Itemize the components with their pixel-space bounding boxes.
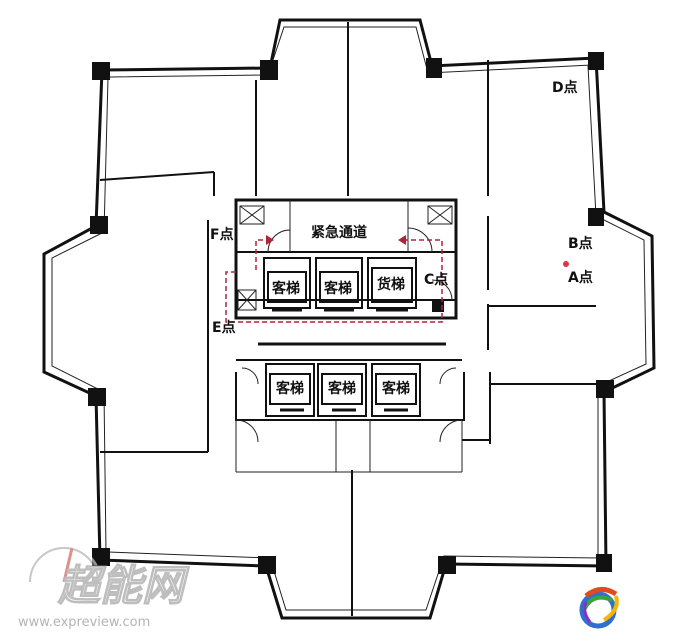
lower-elevator-1-label: 客梯 — [275, 380, 304, 397]
point-b-label: B点 — [568, 235, 593, 252]
emergency-passage-label: 紧急通道 — [311, 224, 367, 241]
speedometer-icon — [26, 544, 102, 583]
upper-elevator-2-label: 客梯 — [323, 280, 352, 297]
watermark-logo-text: 超能网 — [57, 561, 190, 610]
point-d-label: D点 — [552, 79, 578, 96]
upper-elevator-3-label: 货梯 — [376, 276, 405, 293]
upper-elevator-1-label: 客梯 — [271, 280, 300, 297]
upper-core — [234, 198, 458, 320]
columns — [88, 52, 614, 574]
lower-elevator-2-label: 客梯 — [327, 380, 356, 397]
brand-logo-icon — [579, 587, 619, 629]
point-e-label: E点 — [212, 319, 236, 336]
watermark: 超能网 www.expreview.com — [18, 544, 191, 630]
partitions — [99, 22, 596, 616]
point-marker — [563, 261, 569, 267]
lower-core — [235, 359, 465, 473]
emergency-route — [225, 235, 443, 323]
point-f-label: F点 — [210, 226, 234, 243]
lower-elevator-3-label: 客梯 — [381, 380, 410, 397]
point-c-label: C点 — [424, 271, 448, 288]
watermark-url: www.expreview.com — [18, 615, 150, 630]
upper-elevators — [263, 257, 417, 312]
point-a-label: A点 — [568, 269, 593, 286]
outer-walls — [42, 18, 656, 620]
